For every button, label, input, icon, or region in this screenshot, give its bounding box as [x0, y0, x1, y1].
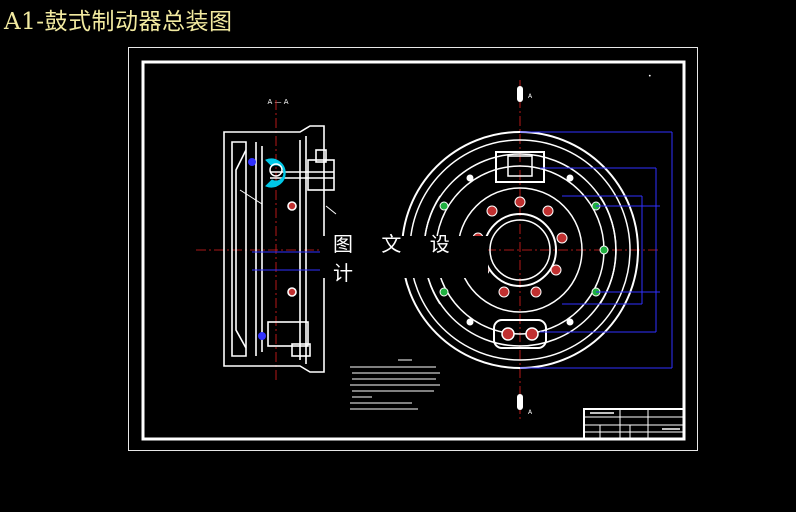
drawing-sheet-frame	[128, 47, 698, 451]
cut-marker-top-label: A	[528, 93, 533, 100]
section-view-label: A — A	[267, 98, 288, 106]
leader-line-2	[239, 189, 263, 205]
blue-marker-upper	[248, 158, 256, 166]
anchor-block-bottom	[493, 319, 547, 349]
cut-marker-bottom	[517, 394, 523, 410]
technical-notes	[350, 359, 440, 410]
highlighted-spring-part	[265, 158, 286, 188]
section-cut-markers: A A •	[517, 73, 652, 416]
blue-marker-lower	[258, 332, 266, 340]
cylinder-cap	[315, 149, 327, 163]
view-note-mark: •	[648, 73, 652, 80]
drum-outer-profile	[223, 125, 325, 373]
wheel-cylinder-top	[495, 151, 545, 183]
bolt-hole-lower	[287, 287, 297, 297]
hub-bore-inner	[489, 219, 551, 281]
spring-eye	[269, 163, 283, 177]
section-view: A — A	[196, 98, 344, 380]
page-title: A1-鼓式制动器总装图	[4, 9, 233, 35]
drum-inner-profile	[231, 141, 247, 357]
anchor-pin-right	[525, 327, 539, 341]
inner-frame	[141, 60, 686, 441]
anchor-pin-block	[267, 321, 309, 347]
watermark-text: 图 文 设 计	[333, 232, 461, 285]
anchor-bolt	[291, 343, 311, 357]
cut-marker-bottom-label: A	[528, 409, 533, 416]
cut-marker-top	[517, 86, 523, 102]
title-block	[583, 408, 685, 440]
bolt-hole-upper	[287, 201, 297, 211]
wheel-cylinder	[307, 159, 335, 191]
wheel-cylinder-piston	[507, 155, 533, 177]
watermark-label: 图 文 设 计	[322, 232, 488, 285]
leader-line	[325, 205, 337, 215]
drum-web	[235, 149, 247, 349]
dimension-lines	[520, 131, 673, 369]
anchor-pin-left	[501, 327, 515, 341]
